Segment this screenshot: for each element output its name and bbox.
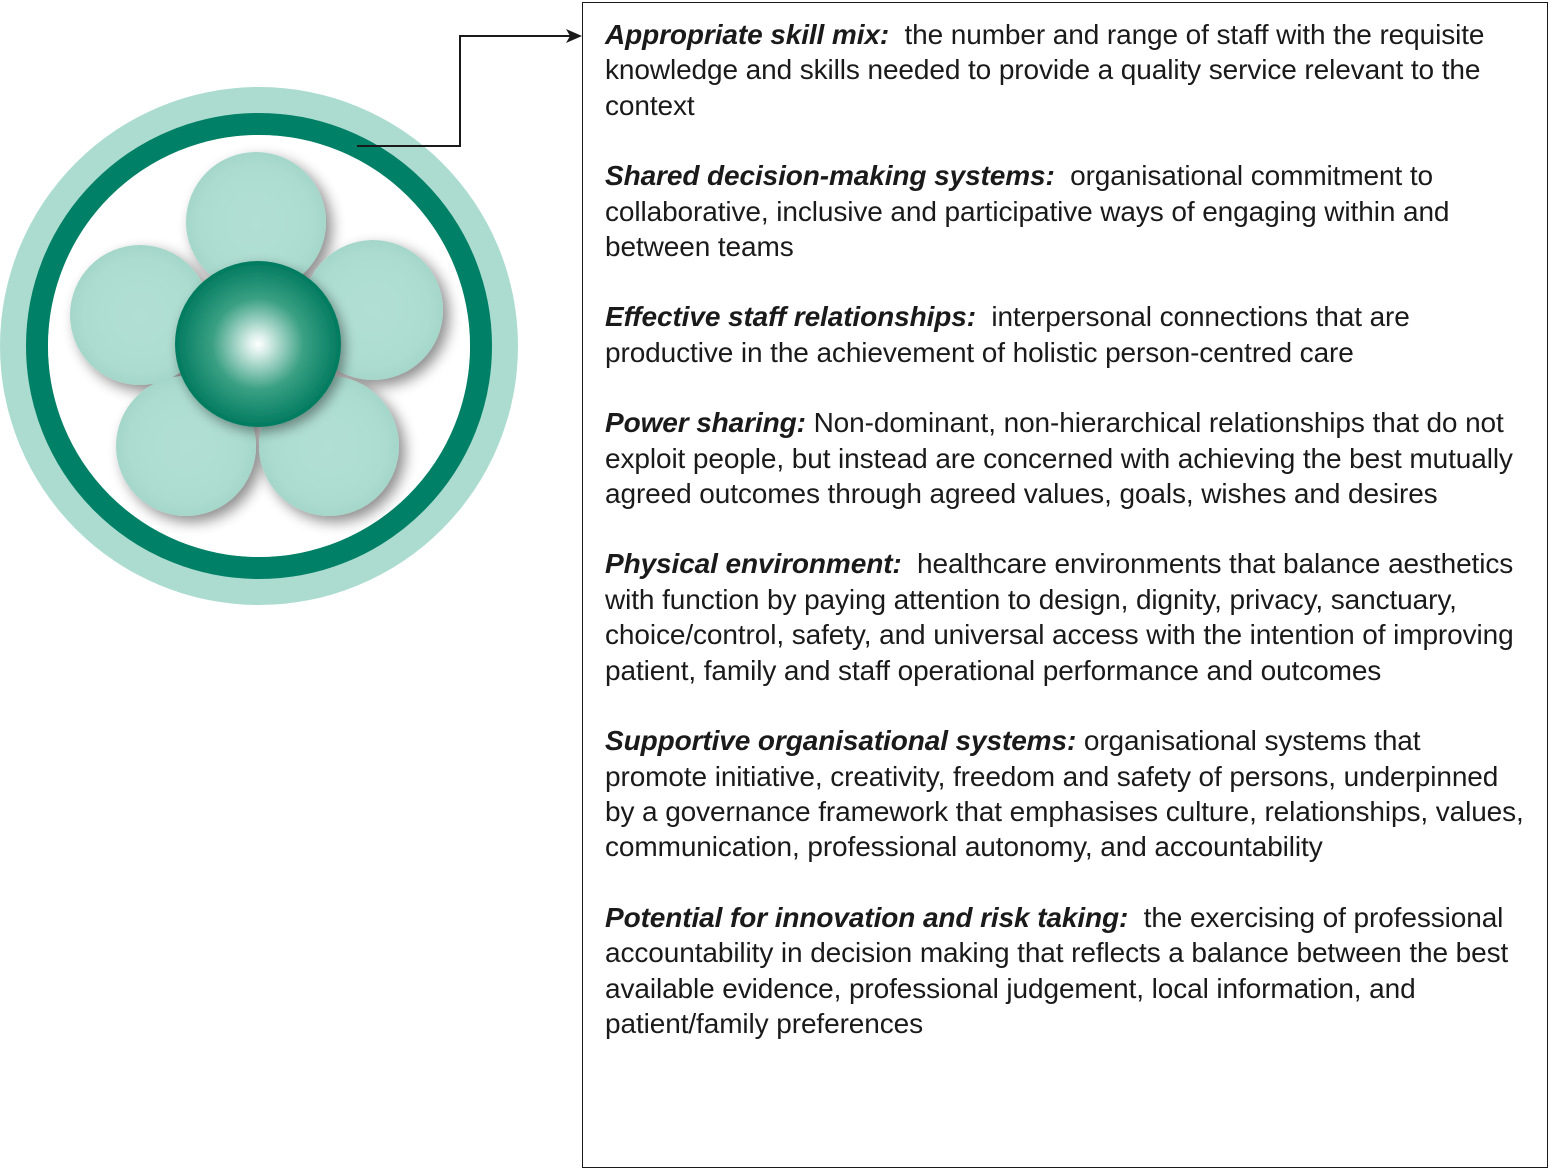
definition-term: Effective staff relationships:: [605, 301, 976, 333]
definition-item: Effective staff relationships: interpers…: [605, 299, 1527, 370]
center-sphere: [175, 261, 341, 427]
definition-description: healthcare environments that balance aes…: [605, 548, 1514, 686]
definition-item: Supportive organisational systems: organ…: [605, 723, 1527, 865]
definition-description: organisational commitment to collaborati…: [605, 160, 1450, 263]
definition-description: Non-dominant, non-hierarchical relations…: [605, 407, 1513, 510]
definition-term: Shared decision-making systems:: [605, 160, 1055, 192]
petal-top: [186, 152, 326, 292]
petals: [70, 152, 443, 516]
definition-description: the exercising of professional accountab…: [605, 901, 1509, 1039]
definition-item: Potential for innovation and risk taking…: [605, 900, 1527, 1042]
definition-term: Appropriate skill mix:: [605, 19, 890, 50]
definition-item: Appropriate skill mix: the number and ra…: [605, 17, 1527, 123]
petal-upper-left: [70, 245, 210, 385]
definition-term: Supportive organisational systems:: [605, 725, 1077, 757]
definition-description: organisational systems that promote init…: [605, 725, 1524, 863]
connector-line: [357, 35, 572, 147]
definition-term: Physical environment:: [605, 548, 902, 580]
definition-item: Physical environment: healthcare environ…: [605, 546, 1527, 688]
definition-item: Power sharing: Non-dominant, non-hierarc…: [605, 405, 1527, 511]
dark-ring: [26, 113, 492, 579]
definition-item: Shared decision-making systems: organisa…: [605, 158, 1527, 264]
definition-description: the number and range of staff with the r…: [605, 19, 1485, 121]
definition-description: interpersonal connections that are produ…: [605, 301, 1410, 368]
arrowhead-icon: [566, 29, 582, 43]
definition-term: Power sharing:: [605, 407, 806, 439]
definitions-box: Appropriate skill mix: the number and ra…: [582, 2, 1548, 1168]
definition-term: Potential for innovation and risk taking…: [605, 901, 1129, 933]
